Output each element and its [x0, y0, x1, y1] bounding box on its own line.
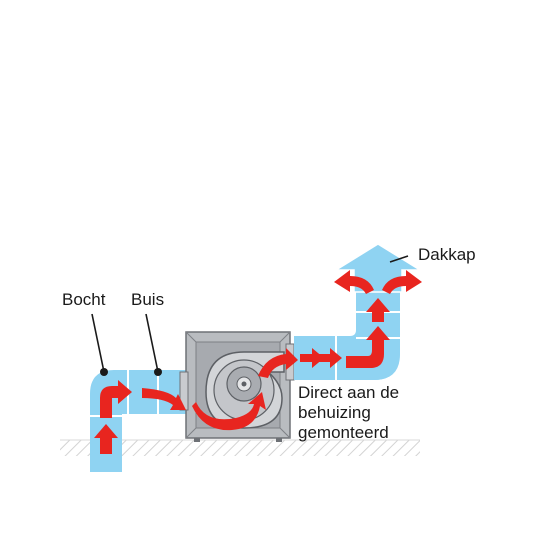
- bocht-pointer-dot: [100, 368, 108, 376]
- airflow-arrows: [94, 270, 422, 454]
- airflow-arrow-riser-up: [366, 298, 390, 322]
- leader-lines: [91, 313, 159, 373]
- buis-pointer-dot: [154, 368, 162, 376]
- airflow-swirl: [192, 392, 266, 431]
- airflow-arrow-bend-up: [346, 326, 390, 368]
- airflow-arrow-right-2: [316, 348, 342, 368]
- label-direct-line3: gemonteerd: [298, 423, 389, 442]
- airflow-arrow-cap-right: [382, 270, 422, 294]
- label-dakkap: Dakkap: [418, 245, 476, 264]
- airflow-arrow-cap-left: [334, 270, 374, 294]
- airflow-arrow-right-1: [300, 348, 324, 368]
- airflow-arrow-up-left: [94, 424, 118, 454]
- label-direct-line2: behuizing: [298, 403, 371, 422]
- label-direct-line1: Direct aan de: [298, 383, 399, 402]
- label-buis: Buis: [131, 290, 164, 309]
- label-bocht: Bocht: [62, 290, 106, 309]
- left-duct: [90, 370, 186, 472]
- airflow-arrow-bend: [100, 380, 132, 418]
- airflow-arrow-into-fan: [142, 388, 186, 410]
- airflow-arrow-fan-out: [258, 348, 298, 378]
